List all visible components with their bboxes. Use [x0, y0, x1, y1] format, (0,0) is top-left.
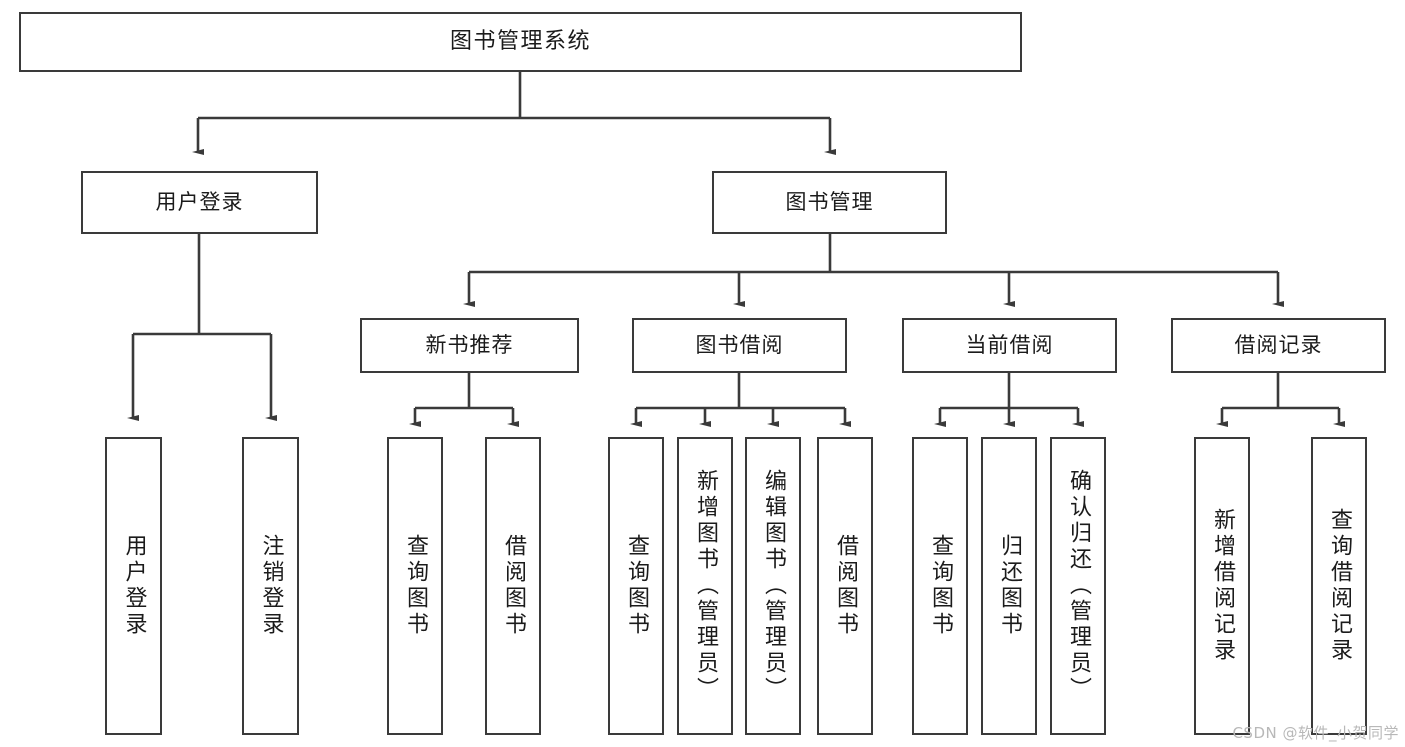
- leaf-borrow-book[interactable]: 借阅图书: [817, 437, 873, 735]
- node-label: 图书借阅: [695, 333, 784, 358]
- leaf-user-login[interactable]: 用户登录: [105, 437, 162, 735]
- node-current-borrow[interactable]: 当前借阅: [902, 318, 1117, 373]
- node-label: 当前借阅: [965, 333, 1054, 358]
- csdn-watermark: CSDN @软件_小贺同学: [1232, 724, 1399, 742]
- leaf-query-book-current[interactable]: 查询图书: [912, 437, 968, 735]
- node-label: 新增图书（管理员）: [693, 469, 718, 703]
- leaf-add-book-admin[interactable]: 新增图书（管理员）: [677, 437, 733, 735]
- node-label: 借阅图书: [833, 534, 858, 638]
- node-label: 用户登录: [155, 190, 244, 215]
- node-label: 查询图书: [403, 534, 428, 638]
- node-user-login[interactable]: 用户登录: [81, 171, 318, 234]
- node-root-book-management-system[interactable]: 图书管理系统: [19, 12, 1022, 72]
- node-label: 查询借阅记录: [1327, 508, 1352, 664]
- leaf-borrow-book-recommend[interactable]: 借阅图书: [485, 437, 541, 735]
- leaf-logout[interactable]: 注销登录: [242, 437, 299, 735]
- node-label: 图书管理: [785, 190, 874, 215]
- node-label: 新书推荐: [425, 333, 514, 358]
- leaf-return-book[interactable]: 归还图书: [981, 437, 1037, 735]
- node-book-borrow[interactable]: 图书借阅: [632, 318, 847, 373]
- node-label: 归还图书: [997, 534, 1022, 638]
- node-label: 查询图书: [624, 534, 649, 638]
- node-borrow-records[interactable]: 借阅记录: [1171, 318, 1386, 373]
- node-label: 查询图书: [928, 534, 953, 638]
- leaf-edit-book-admin[interactable]: 编辑图书（管理员）: [745, 437, 801, 735]
- leaf-query-book-borrow[interactable]: 查询图书: [608, 437, 664, 735]
- node-book-management[interactable]: 图书管理: [712, 171, 947, 234]
- leaf-query-borrow-record[interactable]: 查询借阅记录: [1311, 437, 1367, 735]
- leaf-add-borrow-record[interactable]: 新增借阅记录: [1194, 437, 1250, 735]
- node-label: 注销登录: [258, 534, 284, 638]
- node-label: 借阅图书: [501, 534, 526, 638]
- node-new-book-recommend[interactable]: 新书推荐: [360, 318, 579, 373]
- node-label: 确认归还（管理员）: [1066, 469, 1091, 703]
- leaf-query-book-recommend[interactable]: 查询图书: [387, 437, 443, 735]
- node-label: 图书管理系统: [449, 29, 591, 55]
- leaf-confirm-return-admin[interactable]: 确认归还（管理员）: [1050, 437, 1106, 735]
- node-label: 新增借阅记录: [1210, 508, 1235, 664]
- node-label: 用户登录: [121, 534, 147, 638]
- node-label: 借阅记录: [1234, 333, 1323, 358]
- node-label: 编辑图书（管理员）: [761, 469, 786, 703]
